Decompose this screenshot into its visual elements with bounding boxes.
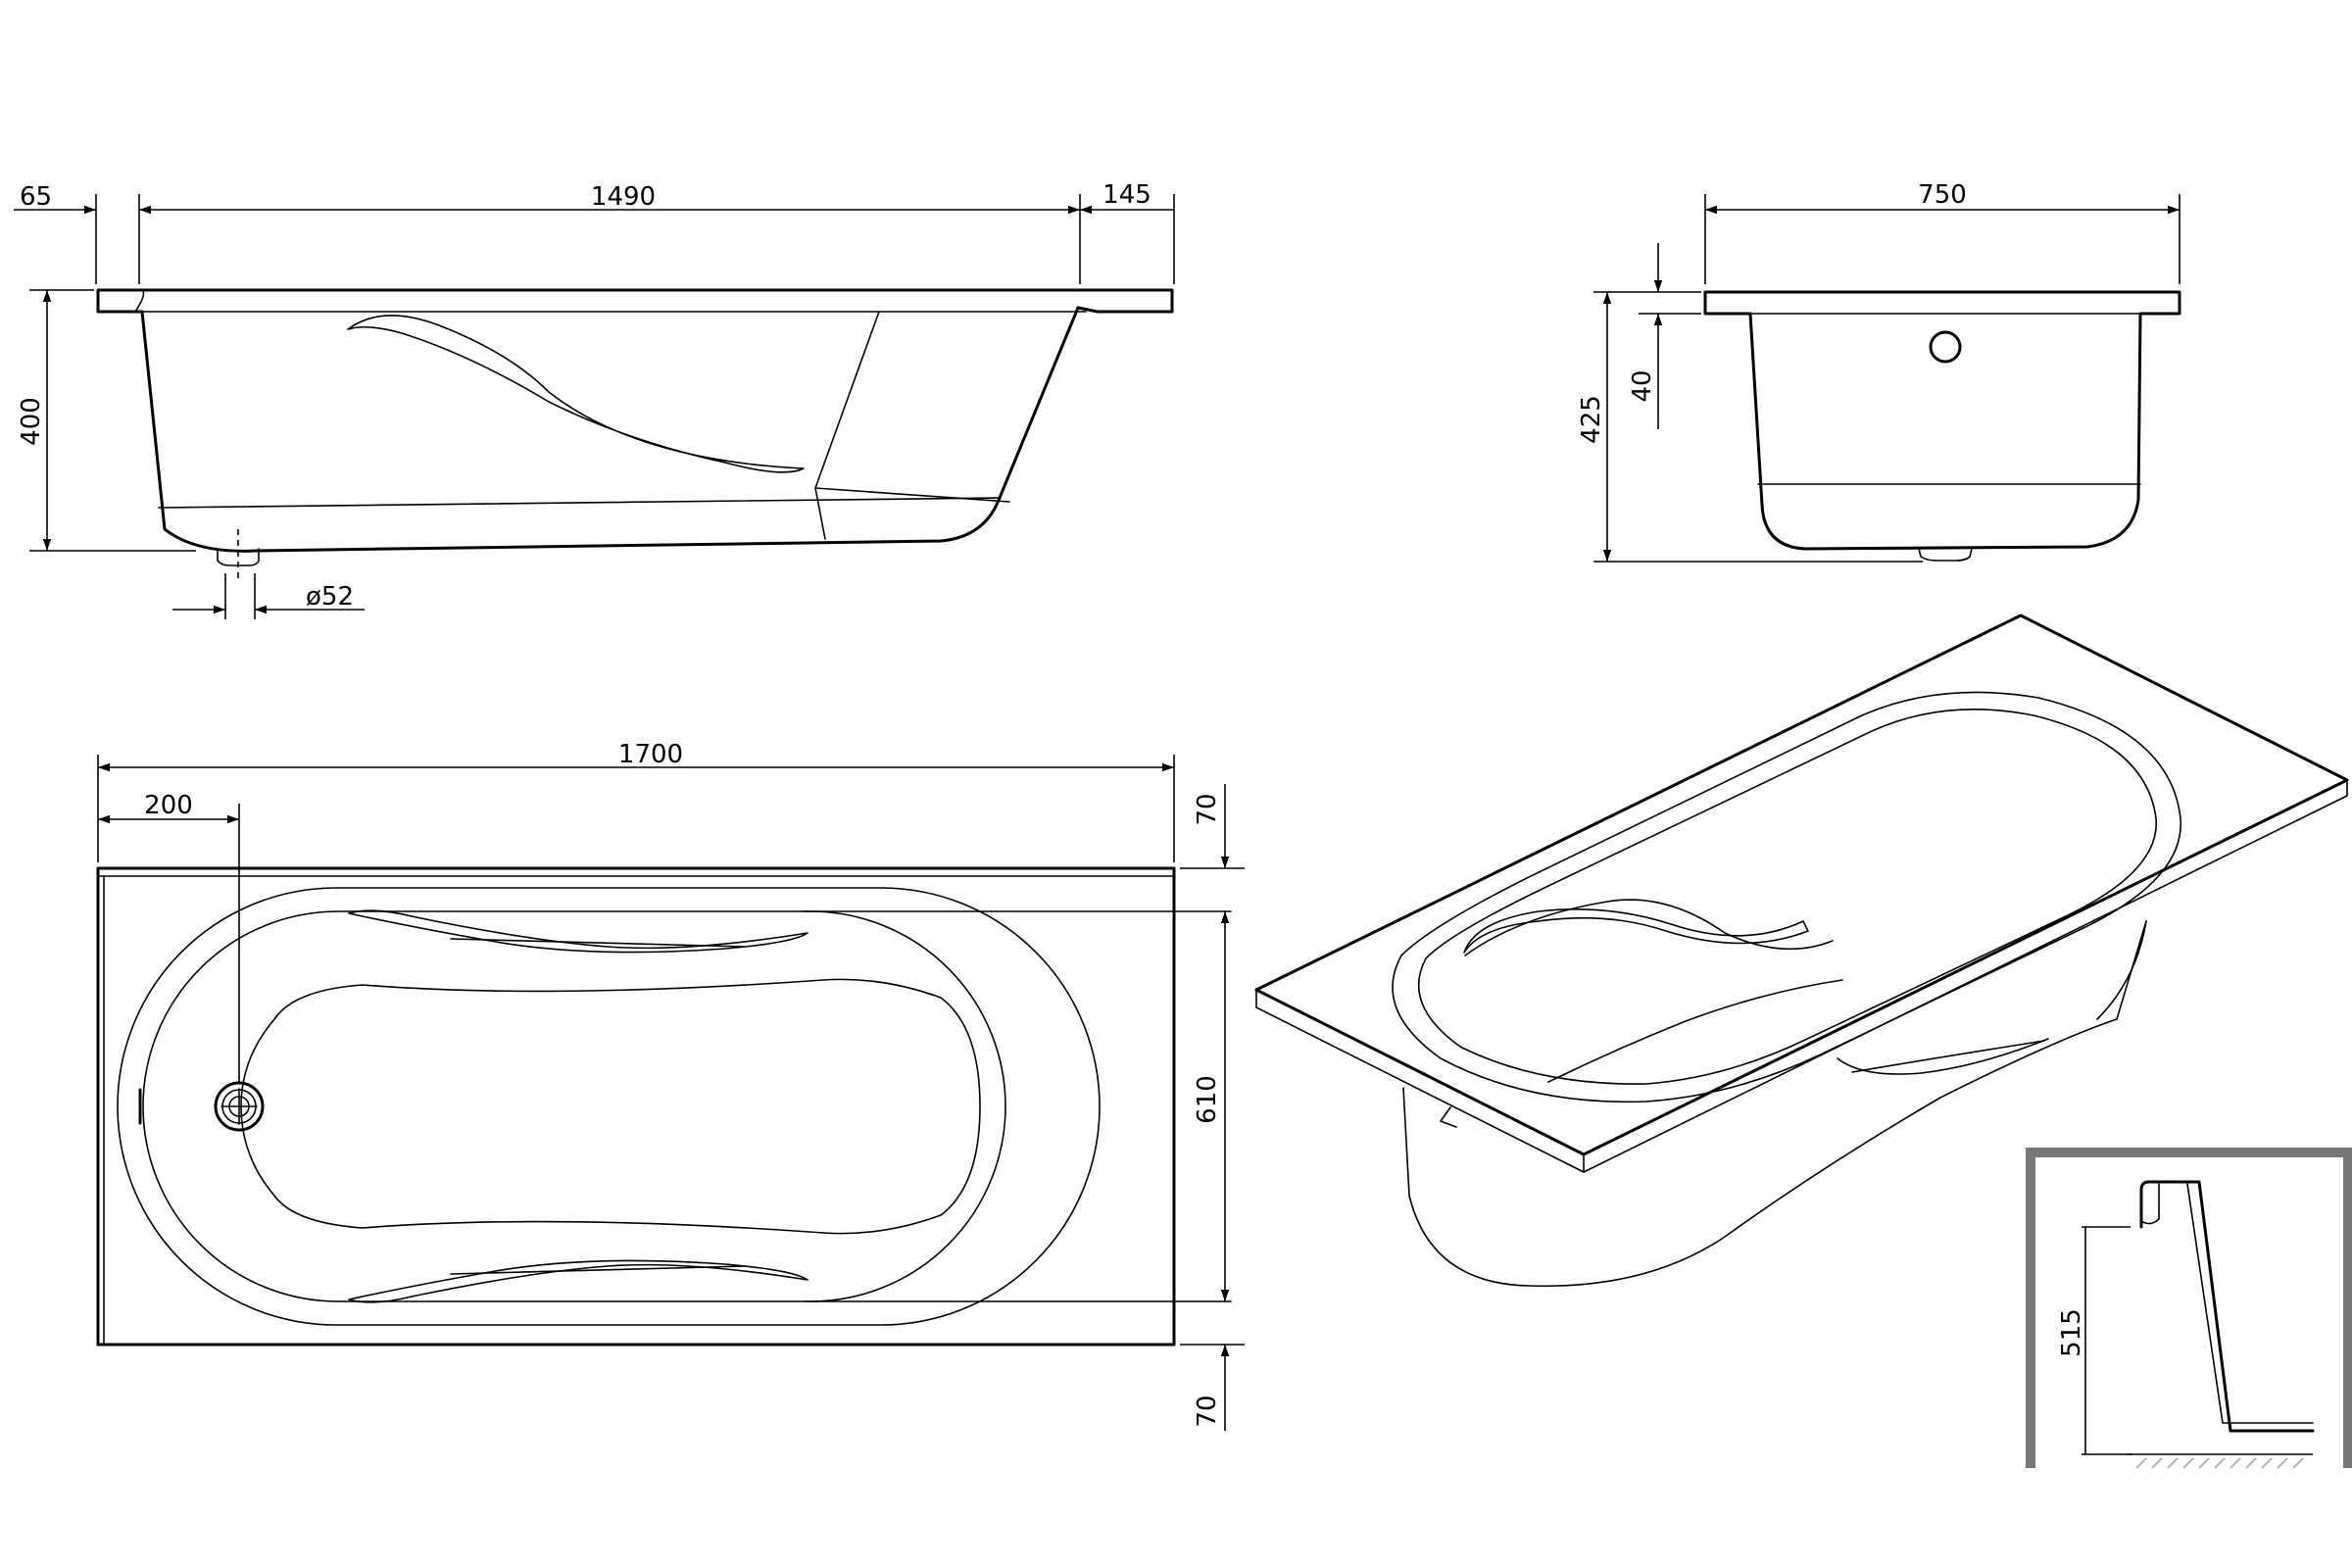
dim-label-400: 400 — [17, 397, 46, 446]
end-dimensions — [1593, 194, 2180, 563]
dim-label-1700: 1700 — [618, 740, 683, 769]
dim-label-40: 40 — [1628, 369, 1657, 402]
plan-view-outline — [96, 866, 1232, 1347]
side-view-outline — [96, 288, 1174, 553]
end-view-outline — [1703, 290, 2181, 562]
dim-label-drain-diameter: ø52 — [306, 582, 354, 612]
dim-label-200: 200 — [144, 791, 193, 820]
side-dimensions — [14, 194, 1175, 619]
side-drain-outlet — [217, 529, 260, 580]
isometric-view — [1254, 613, 2349, 1288]
section-detail: 515 — [2026, 1148, 2352, 1469]
dim-label-425: 425 — [1577, 395, 1606, 444]
plan-view: 1700 200 70 610 70 — [96, 740, 1245, 1431]
dim-label-750: 750 — [1918, 180, 1967, 210]
plan-drain — [214, 1081, 265, 1132]
dim-label-70-bottom: 70 — [1193, 1395, 1222, 1427]
end-view: 750 40 425 — [1577, 180, 2181, 563]
plan-dimensions — [97, 755, 1245, 1431]
side-view: 65 1490 145 400 ø52 — [14, 180, 1175, 619]
overflow-hole — [1929, 330, 1962, 364]
section-detail-frame — [2026, 1148, 2352, 1468]
dim-label-70-top: 70 — [1193, 793, 1222, 825]
dim-label-1490: 1490 — [591, 182, 656, 212]
dim-label-65: 65 — [20, 182, 52, 212]
dim-label-515: 515 — [2057, 1308, 2086, 1357]
dim-label-145: 145 — [1102, 180, 1152, 210]
floor-hatch — [2135, 1457, 2304, 1469]
dim-label-610: 610 — [1193, 1075, 1222, 1124]
